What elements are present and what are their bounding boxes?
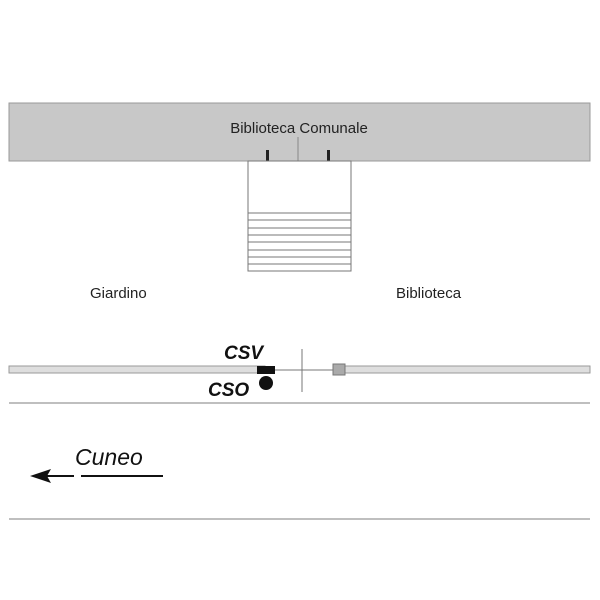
garden-label: Giardino bbox=[90, 285, 147, 302]
entrance-stairs bbox=[247, 160, 352, 272]
csv-label: CSV bbox=[224, 343, 264, 364]
cso-label: CSO bbox=[208, 380, 249, 401]
door-mark-left bbox=[266, 150, 269, 163]
direction-label: Cuneo bbox=[75, 444, 143, 470]
gate-post bbox=[332, 363, 346, 376]
door-mark-right bbox=[327, 150, 330, 163]
cso-marker bbox=[259, 376, 273, 390]
library-area-label: Biblioteca bbox=[396, 285, 462, 302]
csv-marker bbox=[257, 366, 275, 374]
fence-bar-right bbox=[344, 365, 591, 374]
direction-arrow-icon bbox=[30, 469, 74, 483]
library-building bbox=[8, 102, 591, 162]
fence-bar-left bbox=[8, 365, 266, 374]
library-building-label: Biblioteca Comunale bbox=[230, 120, 368, 137]
